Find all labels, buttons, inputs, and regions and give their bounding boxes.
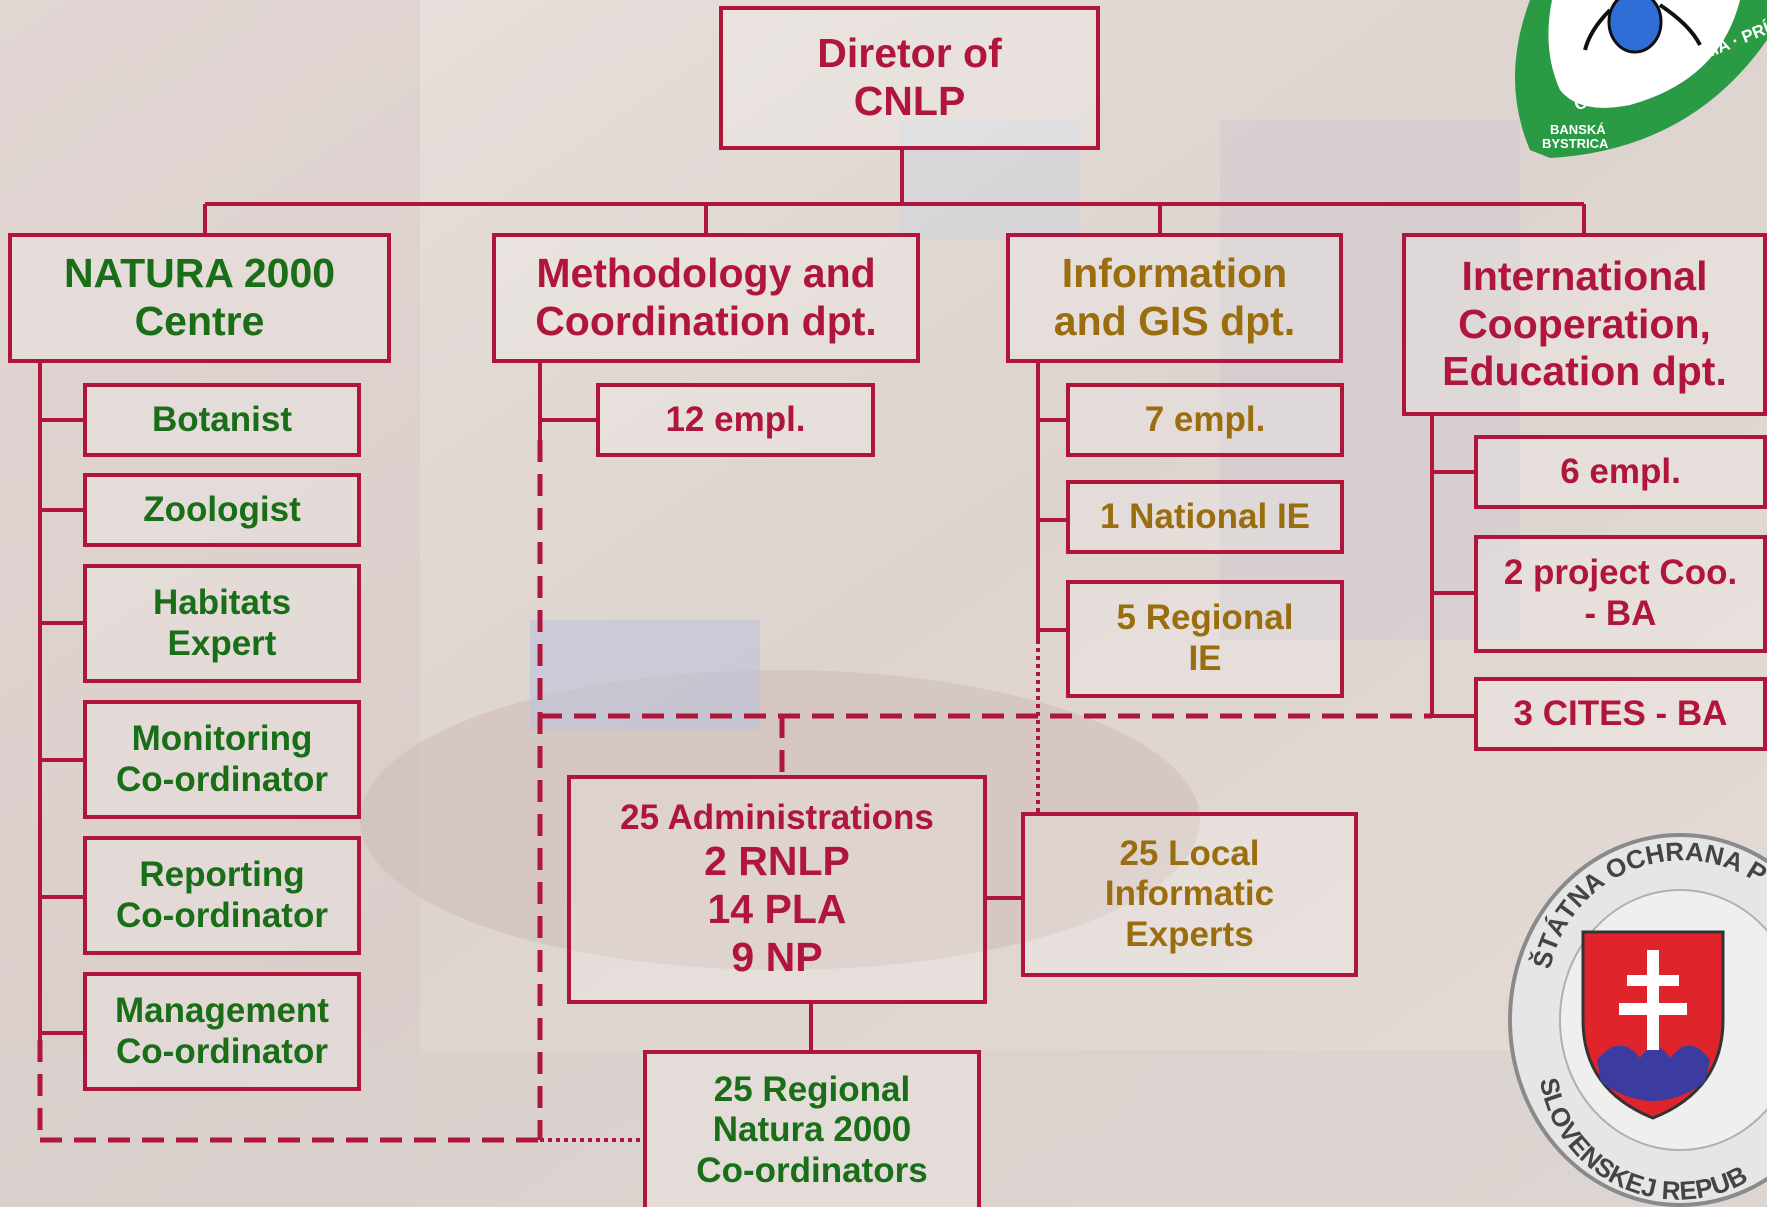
information-gis-department-box: Information and GIS dpt. [1006,233,1343,363]
administrations-title: 25 Administrations [620,797,934,837]
methodology-staff-12-employees: 12 empl. [596,383,875,457]
coat-of-arms-hills [1597,1045,1710,1101]
natura-staff-botanist: Botanist [83,383,361,457]
regional-natura-coordinators-box: 25 Regional Natura 2000 Co-ordinators [643,1050,981,1207]
natura-staff-management-coordinator: Management Co-ordinator [83,972,361,1091]
double-cross-icon [1619,950,1687,1050]
administrations-pla: 14 PLA [707,886,847,933]
nature-protection-logo: CHRÁNENÉ ÚZEMIA · PRÍRODY A KRAJINY BANS… [1515,0,1767,158]
international-staff-employees: 6 empl. [1474,435,1767,509]
international-staff-project-coordinators: 2 project Coo. - BA [1474,535,1767,653]
natura-staff-reporting-coordinator: Reporting Co-ordinator [83,836,361,955]
information-staff-national-ie: 1 National IE [1066,480,1344,554]
natura-staff-zoologist: Zoologist [83,473,361,547]
state-nature-conservation-seal: ŠTÁTNA OCHRANA PRÍRODY SLOVENSKEJ REPUBL… [1505,820,1767,1207]
international-cooperation-box: International Cooperation, Education dpt… [1402,233,1767,416]
logo-city-line1: BANSKÁ [1550,122,1606,137]
natura-centre-box: NATURA 2000 Centre [8,233,391,363]
information-staff-employees: 7 empl. [1066,383,1344,457]
logo-city-line2: BYSTRICA [1542,136,1609,151]
administrations-rnlp: 2 RNLP [704,838,850,885]
international-staff-cites: 3 CITES - BA [1474,677,1767,751]
methodology-department-box: Methodology and Coordination dpt. [492,233,920,363]
information-staff-regional-ie: 5 Regional IE [1066,580,1344,698]
local-informatic-experts-box: 25 Local Informatic Experts [1021,812,1358,977]
administrations-box: 25 Administrations 2 RNLP 14 PLA 9 NP [567,775,987,1004]
administrations-np: 9 NP [731,933,823,980]
natura-staff-habitats-expert: Habitats Expert [83,564,361,683]
director-box: Diretor of CNLP [719,6,1100,150]
natura-staff-monitoring-coordinator: Monitoring Co-ordinator [83,700,361,819]
